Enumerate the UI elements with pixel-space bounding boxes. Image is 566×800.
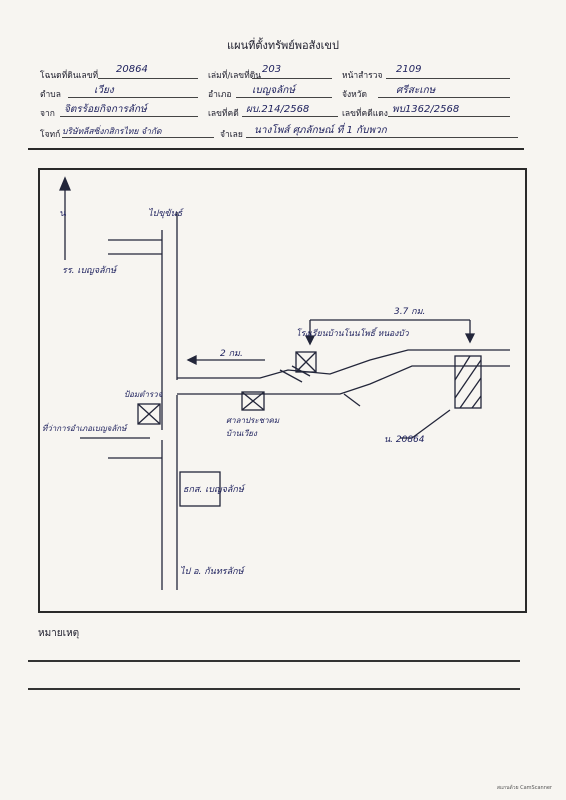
book-label: เล่มที่/เลขที่ดิน xyxy=(208,71,262,81)
case-value: พบ1362/2568 xyxy=(392,104,460,115)
plaintiff-label: โจทก์ xyxy=(40,130,61,140)
plot-box xyxy=(454,355,482,409)
map-frame: น ไปขุขันธ์ รร. เบญจลักษ์ 2 กม. โรงเรียน… xyxy=(38,168,527,613)
defendant-value: นางโพส์ ศุภลักษณ์ ที่ 1 กับพวก xyxy=(254,125,387,136)
label-pavilion: ศาลาประชาคม บ้านเวียง xyxy=(226,416,280,438)
road-east-top xyxy=(177,349,510,379)
header-row-4: โจทก์ บริษัทลีสซิ่งกสิกรไทย จำกัด จำเลย … xyxy=(40,123,518,140)
footer-watermark: สแกนด้วย CamScanner xyxy=(496,785,552,791)
road-tick-2 xyxy=(291,365,311,377)
remark-line-2 xyxy=(28,688,520,690)
police-box xyxy=(137,403,161,425)
road-tick-1 xyxy=(279,369,303,383)
page-title: แผนที่ตั้งทรัพย์พอสังเขป xyxy=(227,39,339,52)
amphoe-label: อำเภอ xyxy=(208,90,232,100)
label-school-left: รร. เบญจลักษ์ xyxy=(62,266,117,276)
province-label: จังหวัด xyxy=(342,90,368,100)
label-district-office: ที่ว่าการอำเภอเบญจลักษ์ xyxy=(42,424,127,433)
header-row-2: ตำบล เวียง อำเภอ เบญจลักษ์ จังหวัด ศรีสะ… xyxy=(40,83,518,100)
defendant-label: จำเลย xyxy=(220,130,243,140)
road-branch xyxy=(343,393,361,407)
pavilion-box xyxy=(241,391,265,411)
header-row-3: จาก จิตรร้อยกิจการลักษ์ เลขที่คดี ผบ.214… xyxy=(40,102,518,119)
receipt-value: ผบ.214/2568 xyxy=(246,104,310,115)
map-drawing xyxy=(59,176,510,590)
by-value: จิตรร้อยกิจการลักษ์ xyxy=(64,104,147,115)
land-no-value: 20864 xyxy=(116,64,148,75)
bank-box xyxy=(179,471,221,507)
book-value: 203 xyxy=(262,64,282,75)
label-temple-school: โรงเรียนบ้านโนนโพธิ์ หนองบัว xyxy=(296,329,409,339)
case-label: เลขที่คดีแดง xyxy=(342,109,388,119)
label-to-south: ไป อ. กันทรลักษ์ xyxy=(180,567,244,577)
tambon-value: เวียง xyxy=(94,85,114,96)
remark-line-1 xyxy=(28,660,520,662)
remarks-label: หมายเหตุ xyxy=(38,628,80,639)
page-value: 2109 xyxy=(396,64,422,75)
label-police-box: ป้อมตำรวจ xyxy=(124,390,163,399)
land-no-label: โฉนดที่ดินเลขที่ xyxy=(40,71,99,81)
north-arrow-head xyxy=(59,176,71,191)
receipt-label: เลขที่คดี xyxy=(208,109,239,119)
plaintiff-value: บริษัทลีสซิ่งกสิกรไทย จำกัด xyxy=(62,127,162,137)
plot-pointer xyxy=(400,409,451,439)
tambon-label: ตำบล xyxy=(40,90,61,100)
label-distance-2km: 2 กม. xyxy=(220,349,243,359)
label-to-north: ไปขุขันธ์ xyxy=(148,209,183,219)
label-distance-37km: 3.7 กม. xyxy=(394,307,426,317)
north-symbol: น xyxy=(60,209,67,219)
label-bank: ธกส. เบญจลักษ์ xyxy=(183,485,244,495)
amphoe-value: เบญจลักษ์ xyxy=(252,85,295,96)
by-label: จาก xyxy=(40,109,55,119)
label-plot: น. 20864 xyxy=(384,435,425,445)
header-row-1: โฉนดที่ดินเลขที่ 20864 เล่มที่/เลขที่ดิน… xyxy=(40,64,518,81)
province-value: ศรีสะเกษ xyxy=(396,85,436,96)
school-box xyxy=(295,351,317,373)
header-divider xyxy=(28,148,524,150)
page-label: หน้าสำรวจ xyxy=(342,71,383,81)
road-east-bottom xyxy=(177,365,510,395)
